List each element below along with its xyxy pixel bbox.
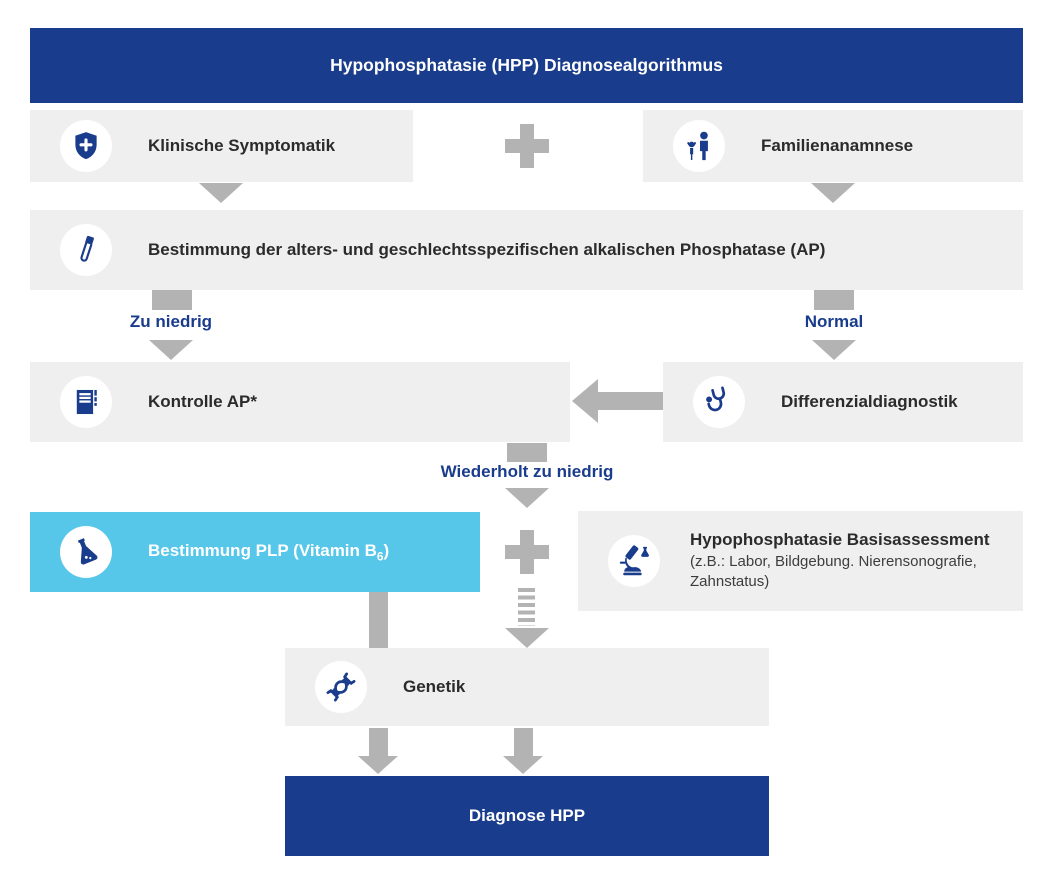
arrow-shaft [514,728,533,757]
node-kontrolle-ap: Kontrolle AP* [30,362,570,442]
arrow-down-icon [199,183,243,203]
arrow-shaft [597,392,663,410]
node-label: Familienanamnese [761,136,914,155]
test-tube-icon [60,224,112,276]
arrow-left-icon [572,379,598,423]
node-basisassessment: Hypophosphatasie Basisassessment (z.B.: … [578,511,1023,611]
family-icon [673,120,725,172]
node-genetik: Genetik [285,648,769,726]
node-label: Bestimmung PLP (Vitamin B6) [148,540,390,564]
arrow-down-icon [505,488,549,508]
edge-label-zu-niedrig: Zu niedrig [129,312,213,331]
node-ap-bestimmung: Bestimmung der alters- und geschlechtssp… [30,210,1023,290]
arrow-down-icon [358,756,398,774]
arrow-down-icon [812,340,856,360]
arrow-shaft [507,443,547,462]
node-diagnose-hpp: Diagnose HPP [285,776,769,856]
node-label: Kontrolle AP* [148,392,257,411]
node-differenzialdiagnostik: Differenzialdiagnostik [663,362,1023,442]
connector-bar [369,592,388,648]
node-plp-bestimmung: Bestimmung PLP (Vitamin B6) [30,512,480,592]
report-icon [60,376,112,428]
node-label: Differenzialdiagnostik [781,392,958,411]
flask-icon [60,526,112,578]
arrow-down-icon [503,756,543,774]
node-subtitle: (z.B.: Labor, Bildgebung. Nierensonograf… [690,553,977,591]
arrow-down-icon [811,183,855,203]
node-label: Genetik [403,677,466,696]
shield-plus-icon [60,120,112,172]
node-label: Klinische Symptomatik [148,136,336,155]
flowchart-title-bar: Hypophosphatasie (HPP) Diagnosealgorithm… [30,28,1023,103]
page-title: Hypophosphatasie (HPP) Diagnosealgorithm… [330,55,723,75]
arrow-shaft [152,290,192,310]
node-familienanamnese: Familienanamnese [643,110,1023,182]
arrow-down-icon [149,340,193,360]
dna-icon [315,661,367,713]
arrow-shaft [369,728,388,757]
microscope-icon [608,535,660,587]
plus-icon [505,530,549,574]
edge-label-wiederholt-zu-niedrig: Wiederholt zu niedrig [440,462,614,481]
plus-icon [505,124,549,168]
arrow-shaft [814,290,854,310]
node-title: Hypophosphatasie Basisassessment [690,530,990,550]
stethoscope-icon [693,376,745,428]
dashed-arrow-down-icon [518,588,535,626]
arrow-down-icon [505,628,549,648]
edge-label-normal: Normal [804,312,864,331]
node-klinische-symptomatik: Klinische Symptomatik [30,110,413,182]
node-label: Bestimmung der alters- und geschlechtssp… [148,240,826,259]
node-label: Diagnose HPP [468,806,586,825]
node-label-group: Hypophosphatasie Basisassessment (z.B.: … [690,529,1005,592]
